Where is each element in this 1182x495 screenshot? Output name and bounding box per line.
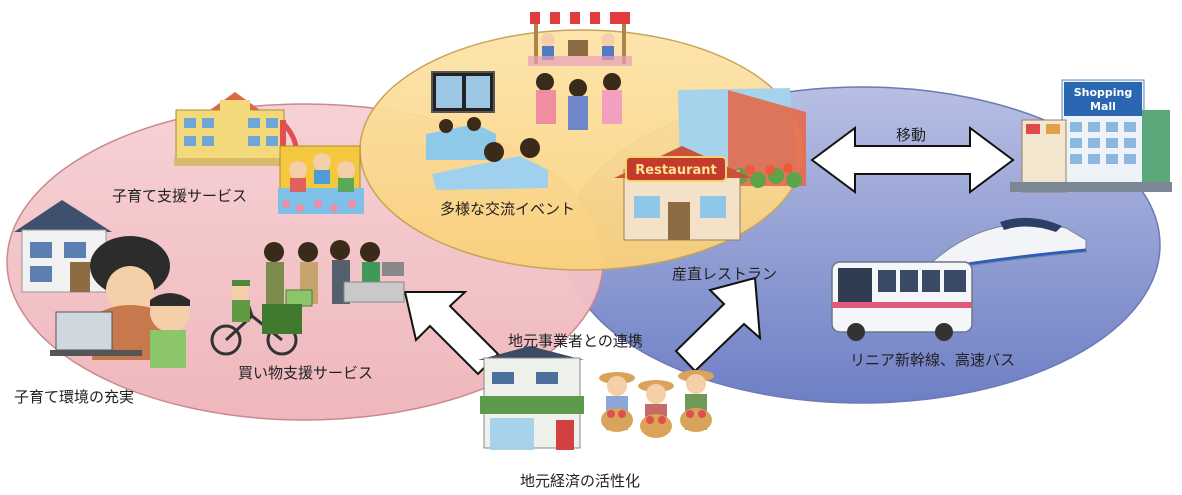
public-viewing-illustration: [426, 71, 548, 190]
highway-bus-illustration: [831, 261, 973, 341]
festival-stall-illustration: [530, 12, 630, 64]
shopping-mall-illustration: Shopping Mall: [1010, 79, 1172, 193]
restaurant-illustration: Restaurant: [614, 88, 806, 241]
up-arrow-right-icon: [674, 276, 762, 373]
local-shop-illustration: [478, 346, 584, 450]
label-childcare-support: 子育て支援サービス: [112, 187, 248, 205]
label-childcare-environment: 子育て環境の充実: [14, 388, 135, 406]
label-linear-bus: リニア新幹線、高速バス: [850, 351, 1016, 369]
label-shopping-support: 買い物支援サービス: [238, 364, 374, 382]
kids-playground-illustration: [278, 145, 364, 214]
label-local-cooperation: 地元事業者との連携: [508, 332, 643, 350]
double-arrow-icon: [810, 126, 1015, 194]
mall-sign-line2: Mall: [1090, 100, 1116, 113]
restaurant-sign: Restaurant: [635, 163, 716, 178]
farmers-illustration: [599, 370, 714, 438]
mall-sign-line1: Shopping: [1074, 86, 1133, 99]
parent-child-laptop-illustration: [50, 236, 190, 368]
delivery-bicycle-illustration: [210, 280, 302, 356]
school-illustration: [174, 92, 300, 166]
label-farm-restaurant: 産直レストラン: [672, 265, 778, 283]
label-exchange-events: 多様な交流イベント: [440, 200, 576, 218]
label-move: 移動: [896, 126, 927, 144]
dancers-illustration: [528, 56, 632, 130]
linear-train-illustration: [929, 217, 1087, 273]
label-local-economy: 地元経済の活性化: [520, 472, 641, 490]
shopping-people-illustration: [264, 240, 405, 307]
